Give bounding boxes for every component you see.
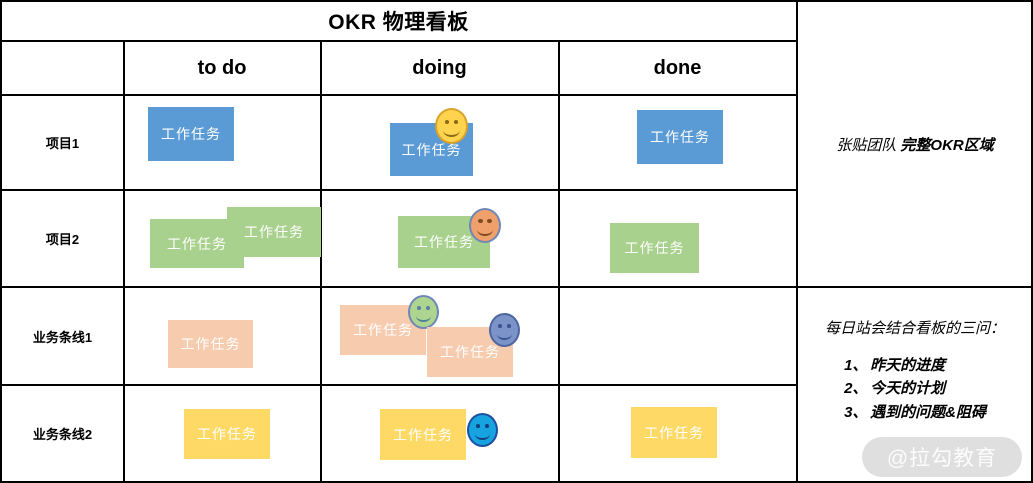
task-card-label: 工作任务 bbox=[414, 236, 474, 251]
question-text: 遇到的问题&阻碍 bbox=[870, 403, 986, 421]
smiley-face-orange-icon bbox=[469, 208, 501, 243]
task-card-label: 工作任务 bbox=[353, 324, 413, 339]
task-card-label: 工作任务 bbox=[161, 128, 221, 143]
grid-line-col-label bbox=[123, 40, 125, 482]
task-card-label: 工作任务 bbox=[167, 237, 227, 253]
task-card[interactable]: 工作任务 bbox=[340, 305, 426, 355]
task-card[interactable]: 工作任务 bbox=[398, 216, 490, 268]
okr-area-note-segment-2: 完整OKR区域 bbox=[900, 137, 994, 154]
question-number: 3、 bbox=[844, 403, 868, 421]
task-card-label: 工作任务 bbox=[644, 426, 704, 442]
daily-standup-note: 每日站会结合看板的三问： 1、昨天的进度 2、今天的计划 3、遇到的问题&阻碍 bbox=[799, 289, 1031, 481]
list-item: 2、今天的计划 bbox=[844, 377, 986, 400]
question-text: 今天的计划 bbox=[870, 380, 946, 398]
task-card-label: 工作任务 bbox=[624, 242, 685, 257]
smiley-eye-right bbox=[453, 119, 459, 124]
grid-line-col-todo bbox=[320, 40, 322, 482]
task-card[interactable]: 工作任务 bbox=[184, 409, 270, 459]
list-item: 1、昨天的进度 bbox=[844, 354, 986, 377]
column-header-done: done bbox=[559, 41, 796, 95]
watermark-text: @拉勾教育 bbox=[886, 447, 998, 470]
row-label-project-2-text: 项目2 bbox=[45, 232, 80, 247]
question-number: 1、 bbox=[844, 357, 868, 374]
task-card[interactable]: 工作任务 bbox=[148, 107, 234, 161]
smiley-mouth bbox=[496, 328, 513, 341]
smiley-eye-left bbox=[444, 119, 450, 124]
okr-area-note-segment-1: 张贴团队 bbox=[836, 137, 897, 154]
smiley-eye-right bbox=[487, 219, 492, 224]
board-title-cell: OKR 物理看板 bbox=[0, 0, 797, 41]
column-header-todo-label: to do bbox=[197, 56, 247, 79]
smiley-face-blue-violet-icon bbox=[489, 313, 520, 347]
task-card-label: 工作任务 bbox=[393, 428, 453, 444]
question-number: 2、 bbox=[844, 380, 868, 398]
grid-line-left bbox=[0, 0, 2, 483]
question-text: 昨天的进度 bbox=[870, 357, 946, 374]
grid-line-title-bottom bbox=[0, 40, 797, 42]
smiley-eye-left bbox=[417, 306, 422, 310]
column-header-done-label: done bbox=[653, 56, 702, 79]
list-item: 3、遇到的问题&阻碍 bbox=[844, 401, 986, 424]
smiley-eye-left bbox=[498, 324, 503, 328]
row-label-project-1: 项目1 bbox=[2, 96, 123, 189]
row-label-business-line-2: 业务条线2 bbox=[2, 386, 123, 481]
daily-standup-question-list: 1、昨天的进度 2、今天的计划 3、遇到的问题&阻碍 bbox=[844, 354, 986, 424]
grid-line-header-bottom bbox=[0, 94, 797, 96]
grid-line-row3-bottom bbox=[0, 384, 797, 386]
task-card[interactable]: 工作任务 bbox=[168, 320, 253, 368]
okr-area-note: 张贴团队 完整OKR区域 bbox=[799, 2, 1031, 287]
task-card[interactable]: 工作任务 bbox=[610, 223, 699, 273]
task-card-label: 工作任务 bbox=[244, 226, 304, 241]
task-card[interactable]: 工作任务 bbox=[150, 219, 244, 268]
task-card-label: 工作任务 bbox=[197, 428, 257, 443]
row-label-project-1-text: 项目1 bbox=[45, 136, 80, 151]
row-label-business-line-1-text: 业务条线1 bbox=[32, 329, 93, 345]
grid-line-top bbox=[0, 0, 1033, 2]
grid-line-col-doing bbox=[558, 40, 560, 482]
daily-standup-heading: 每日站会结合看板的三问： bbox=[824, 320, 1005, 337]
okr-area-note-line: 张贴团队 完整OKR区域 bbox=[836, 134, 994, 155]
watermark: @拉勾教育 bbox=[862, 437, 1022, 477]
grid-line-bottom bbox=[0, 481, 1033, 483]
smiley-mouth bbox=[477, 224, 493, 237]
task-card[interactable]: 工作任务 bbox=[380, 409, 466, 460]
task-card-label: 工作任务 bbox=[401, 143, 462, 159]
smiley-eye-left bbox=[478, 219, 483, 224]
smiley-face-cyan-icon bbox=[467, 413, 498, 447]
smiley-eye-right bbox=[484, 424, 489, 428]
grid-line-row2-bottom bbox=[0, 286, 1033, 288]
smiley-eye-right bbox=[425, 306, 430, 310]
smiley-eye-right bbox=[506, 324, 511, 328]
smiley-eye-left bbox=[476, 424, 481, 428]
row-label-business-line-2-text: 业务条线2 bbox=[32, 427, 93, 442]
page-title: OKR 物理看板 bbox=[328, 10, 469, 34]
task-card-label: 工作任务 bbox=[650, 131, 710, 146]
column-header-doing-label: doing bbox=[412, 56, 467, 79]
task-card[interactable]: 工作任务 bbox=[631, 407, 717, 458]
grid-line-right bbox=[1031, 0, 1033, 483]
task-card-label: 工作任务 bbox=[440, 346, 500, 361]
smiley-mouth bbox=[415, 310, 432, 323]
smiley-face-green-icon bbox=[408, 295, 439, 329]
grid-line-col-done bbox=[796, 0, 798, 483]
column-header-doing: doing bbox=[321, 41, 558, 95]
row-label-project-2: 项目2 bbox=[2, 191, 123, 286]
column-header-todo: to do bbox=[124, 41, 320, 95]
task-card-label: 工作任务 bbox=[180, 338, 241, 353]
row-label-business-line-1: 业务条线1 bbox=[2, 288, 123, 384]
smiley-mouth bbox=[474, 428, 491, 441]
grid-line-row1-bottom bbox=[0, 189, 797, 191]
task-card[interactable]: 工作任务 bbox=[637, 110, 723, 164]
smiley-mouth bbox=[443, 124, 460, 137]
smiley-face-yellow-icon bbox=[435, 108, 468, 144]
